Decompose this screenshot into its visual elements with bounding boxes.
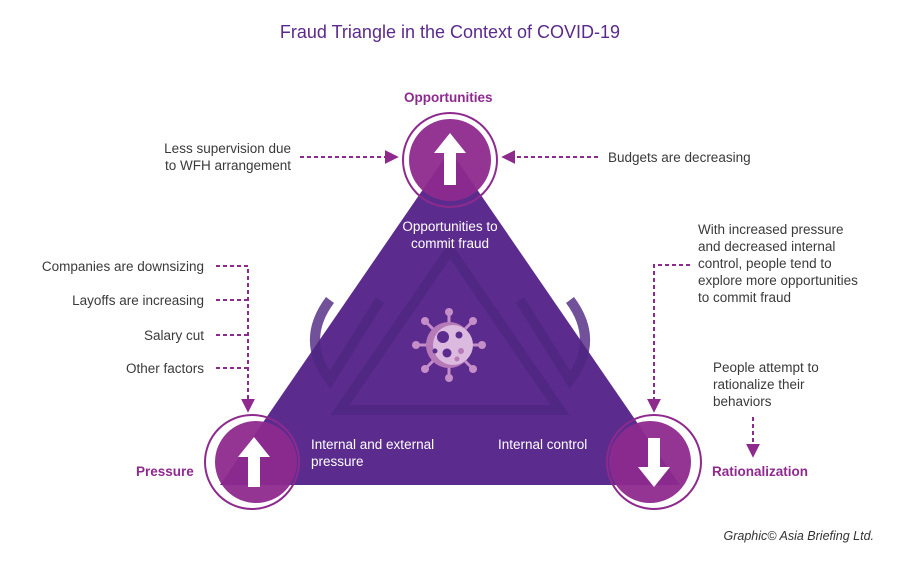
factor-other: Other factors [125,361,204,376]
factor-downsizing: Companies are downsizing [41,259,204,274]
arrow-factors-to-pressure [216,265,255,413]
opportunities-description: Opportunities to commit fraud [402,219,498,251]
page-title: Fraud Triangle in the Context of COVID-1… [279,22,621,42]
arrow-down-icon [638,438,670,487]
rationalization-label: Rationalization [712,464,809,479]
arrow-cross-effect-to-rationalization [647,264,690,413]
rationalization-node [606,414,702,510]
pressure-description: Internal and external pressure [311,437,435,469]
triangle-watermark [310,241,590,415]
opportunities-node [402,112,498,208]
annotation-cross-effect: With increased pressure and decreased in… [698,222,858,305]
virus-icon [412,308,486,382]
arrow-up-icon [238,437,270,487]
annotation-wfh: Less supervision due to WFH arrangement [164,141,291,173]
factor-salary-cut: Salary cut [143,328,204,343]
pressure-label: Pressure [136,464,194,479]
arrow-up-icon [434,133,466,185]
opportunities-label: Opportunities [404,90,493,105]
pressure-node [204,414,300,510]
credit-text: Graphic© Asia Briefing Ltd. [723,529,874,543]
rationalization-description: Internal control [498,437,588,452]
annotation-budgets: Budgets are decreasing [608,150,751,165]
factor-layoffs: Layoffs are increasing [72,293,204,308]
annotation-rationalize: People attempt to rationalize their beha… [713,360,819,409]
